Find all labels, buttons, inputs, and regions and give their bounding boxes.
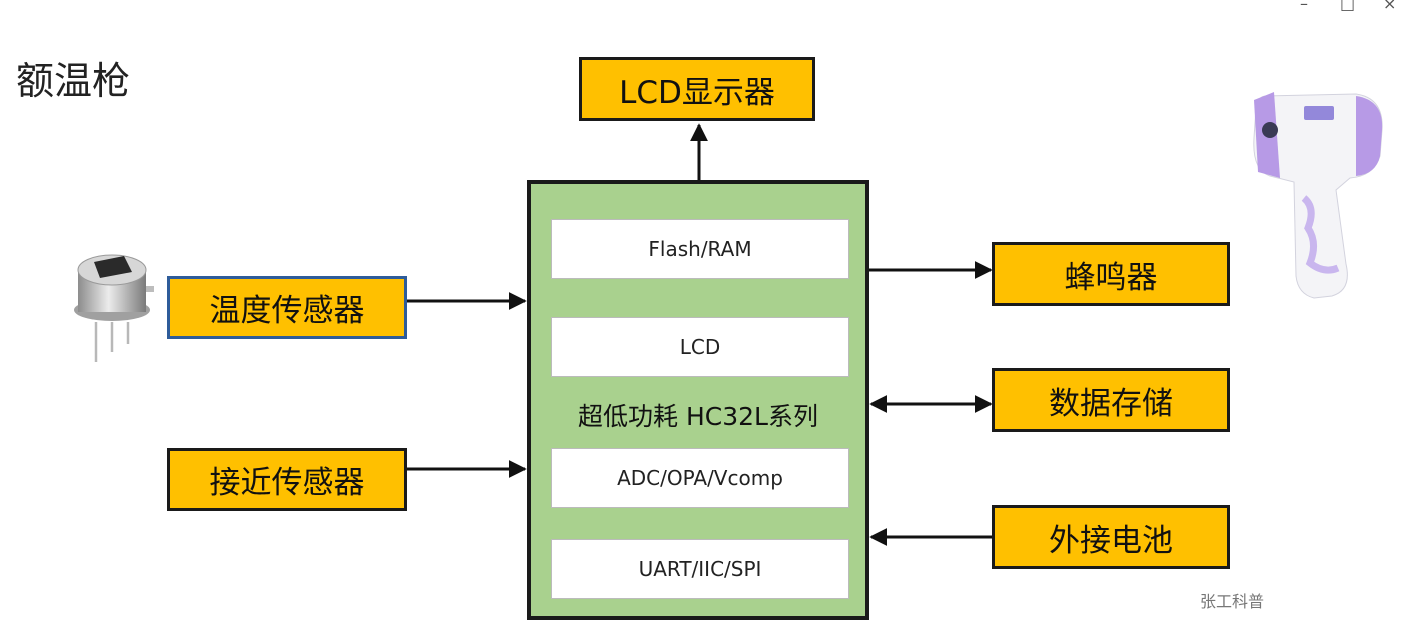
mcu-block: Flash/RAM LCD 超低功耗 HC32L系列 ADC/OPA/Vcomp… xyxy=(527,180,869,620)
mcu-module-flash-ram: Flash/RAM xyxy=(551,219,849,279)
minimize-icon[interactable]: – xyxy=(1300,0,1308,13)
pir-sensor-icon xyxy=(74,254,154,362)
mcu-label: 超低功耗 HC32L系列 xyxy=(578,402,818,431)
maximize-icon[interactable]: □ xyxy=(1340,0,1356,13)
connector-arrows xyxy=(406,123,993,546)
mcu-module-uart-iic-spi: UART/IIC/SPI xyxy=(551,539,849,599)
mcu-module-adc-opa-vcomp: ADC/OPA/Vcomp xyxy=(551,448,849,508)
close-icon[interactable]: × xyxy=(1383,0,1397,13)
buzzer-box: 蜂鸣器 xyxy=(992,242,1230,306)
lcd-display-box: LCD显示器 xyxy=(579,57,815,121)
thermometer-icon xyxy=(1253,92,1383,299)
temperature-sensor-box: 温度传感器 xyxy=(167,276,407,339)
proximity-sensor-box: 接近传感器 xyxy=(167,448,407,511)
mcu-module-lcd: LCD xyxy=(551,317,849,377)
data-storage-box: 数据存储 xyxy=(992,368,1230,432)
page-title: 额温枪 xyxy=(16,59,131,103)
external-battery-box: 外接电池 xyxy=(992,505,1230,569)
watermark: 张工科普 xyxy=(1200,592,1265,611)
